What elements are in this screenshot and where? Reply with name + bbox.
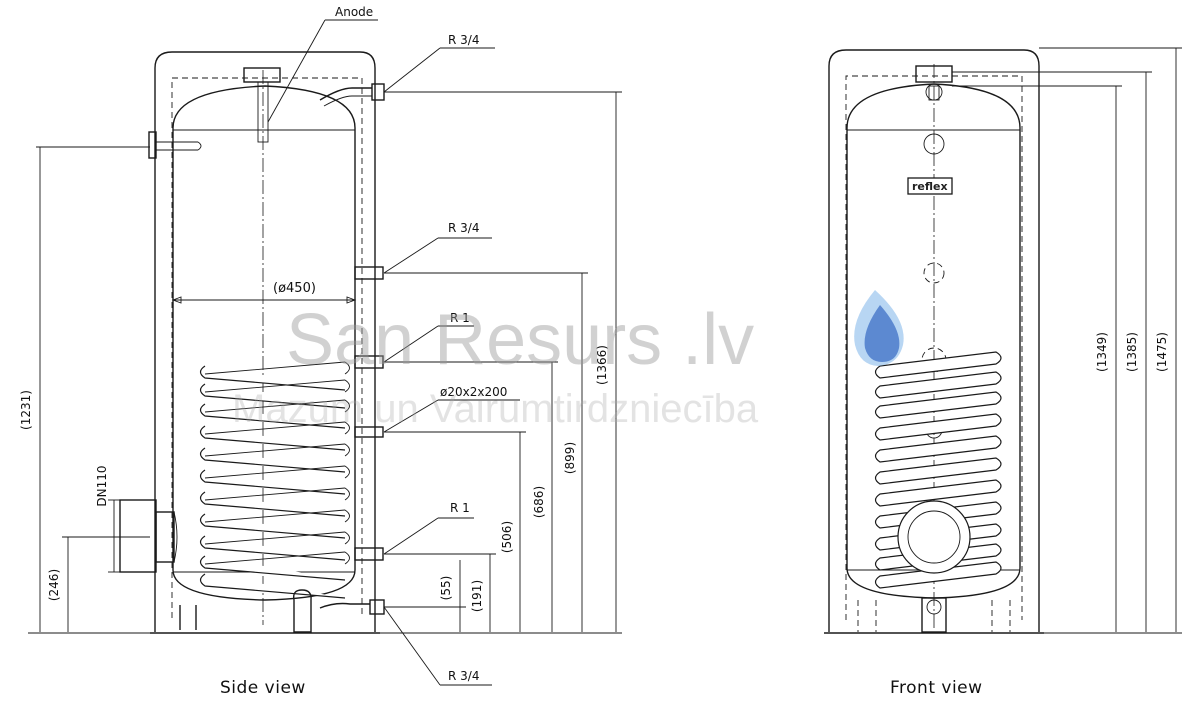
side-tank-body xyxy=(172,85,356,601)
side-heat-exchanger-coil xyxy=(199,361,350,599)
side-bottom-pipe xyxy=(319,602,370,609)
front-outer-casing xyxy=(828,49,1040,632)
front-tank-body xyxy=(846,83,1021,599)
side-connection-sensor xyxy=(354,426,384,438)
side-connection-r1-lower xyxy=(354,547,384,561)
leader-sensor xyxy=(383,399,439,433)
side-top-sensor-tip xyxy=(197,141,202,151)
side-connection-r1-upper xyxy=(354,355,384,369)
side-dn110-boss xyxy=(155,511,175,563)
side-foot-right xyxy=(292,589,312,633)
side-foot-left xyxy=(179,605,197,630)
watermark: San Resurs .lv Mazum un Vairumtirdzniecī… xyxy=(232,290,904,431)
dim-1231: (1231) xyxy=(19,390,33,430)
dim-246: (246) xyxy=(47,569,61,601)
dim-1349: (1349) xyxy=(1095,332,1109,372)
front-connection-top xyxy=(923,133,945,155)
side-anode-rod xyxy=(257,81,269,143)
front-foot-left xyxy=(857,600,877,632)
side-view: (ø450) xyxy=(19,5,622,698)
dim-1475: (1475) xyxy=(1155,332,1169,372)
dim-55: (55) xyxy=(439,576,453,601)
leader-r34-top xyxy=(383,47,441,93)
watermark-title: San Resurs .lv xyxy=(286,300,754,380)
label-sensor: ø20x2x200 xyxy=(440,385,507,399)
leader-r34-mid xyxy=(383,237,439,274)
label-r34-bottom: R 3/4 xyxy=(448,669,479,683)
front-view: reflex (1349) (1 xyxy=(824,47,1182,698)
front-bottom-connection xyxy=(921,597,947,633)
label-dn110: DN110 xyxy=(95,465,109,506)
side-top-sensor-flange xyxy=(148,131,157,159)
side-connection-mid xyxy=(354,266,384,280)
dim-191: (191) xyxy=(470,580,484,612)
label-r34-mid: R 3/4 xyxy=(448,221,479,235)
dim-686: (686) xyxy=(532,486,546,518)
front-connection-mid xyxy=(923,262,945,284)
label-anode: Anode xyxy=(335,5,373,19)
dim-899: (899) xyxy=(563,442,577,474)
leader-r1-upper xyxy=(383,325,439,363)
label-r34-top: R 3/4 xyxy=(448,33,479,47)
front-dn110-flange xyxy=(897,500,971,574)
brand-plate-text: reflex xyxy=(912,180,948,193)
side-connection-bottom xyxy=(369,599,385,615)
dim-506: (506) xyxy=(500,521,514,553)
leader-r34-bottom xyxy=(383,606,441,686)
side-top-pipe-inner xyxy=(323,95,372,107)
caption-front-view: Front view xyxy=(890,678,983,698)
side-inner-jacket xyxy=(171,77,363,618)
leader-anode xyxy=(267,19,326,123)
label-diameter: (ø450) xyxy=(273,281,316,296)
side-anode-cap xyxy=(243,67,281,83)
dim-1385: (1385) xyxy=(1125,332,1139,372)
front-anode-cap xyxy=(915,65,953,83)
side-dn110-flange xyxy=(119,499,157,573)
watermark-subtitle: Mazum un Vairumtirdzniecība xyxy=(232,387,759,431)
leader-r1-lower xyxy=(383,517,439,555)
label-r1-lower: R 1 xyxy=(450,501,470,515)
front-brand-plate xyxy=(907,177,953,195)
label-r1-upper: R 1 xyxy=(450,311,470,325)
water-drop-icon xyxy=(854,290,904,366)
side-outer-casing xyxy=(154,51,376,632)
side-connection-top xyxy=(371,83,385,101)
side-top-pipe xyxy=(319,87,372,101)
caption-side-view: Side view xyxy=(220,678,306,698)
dim-1366: (1366) xyxy=(595,345,609,385)
front-foot-right xyxy=(991,600,1011,632)
